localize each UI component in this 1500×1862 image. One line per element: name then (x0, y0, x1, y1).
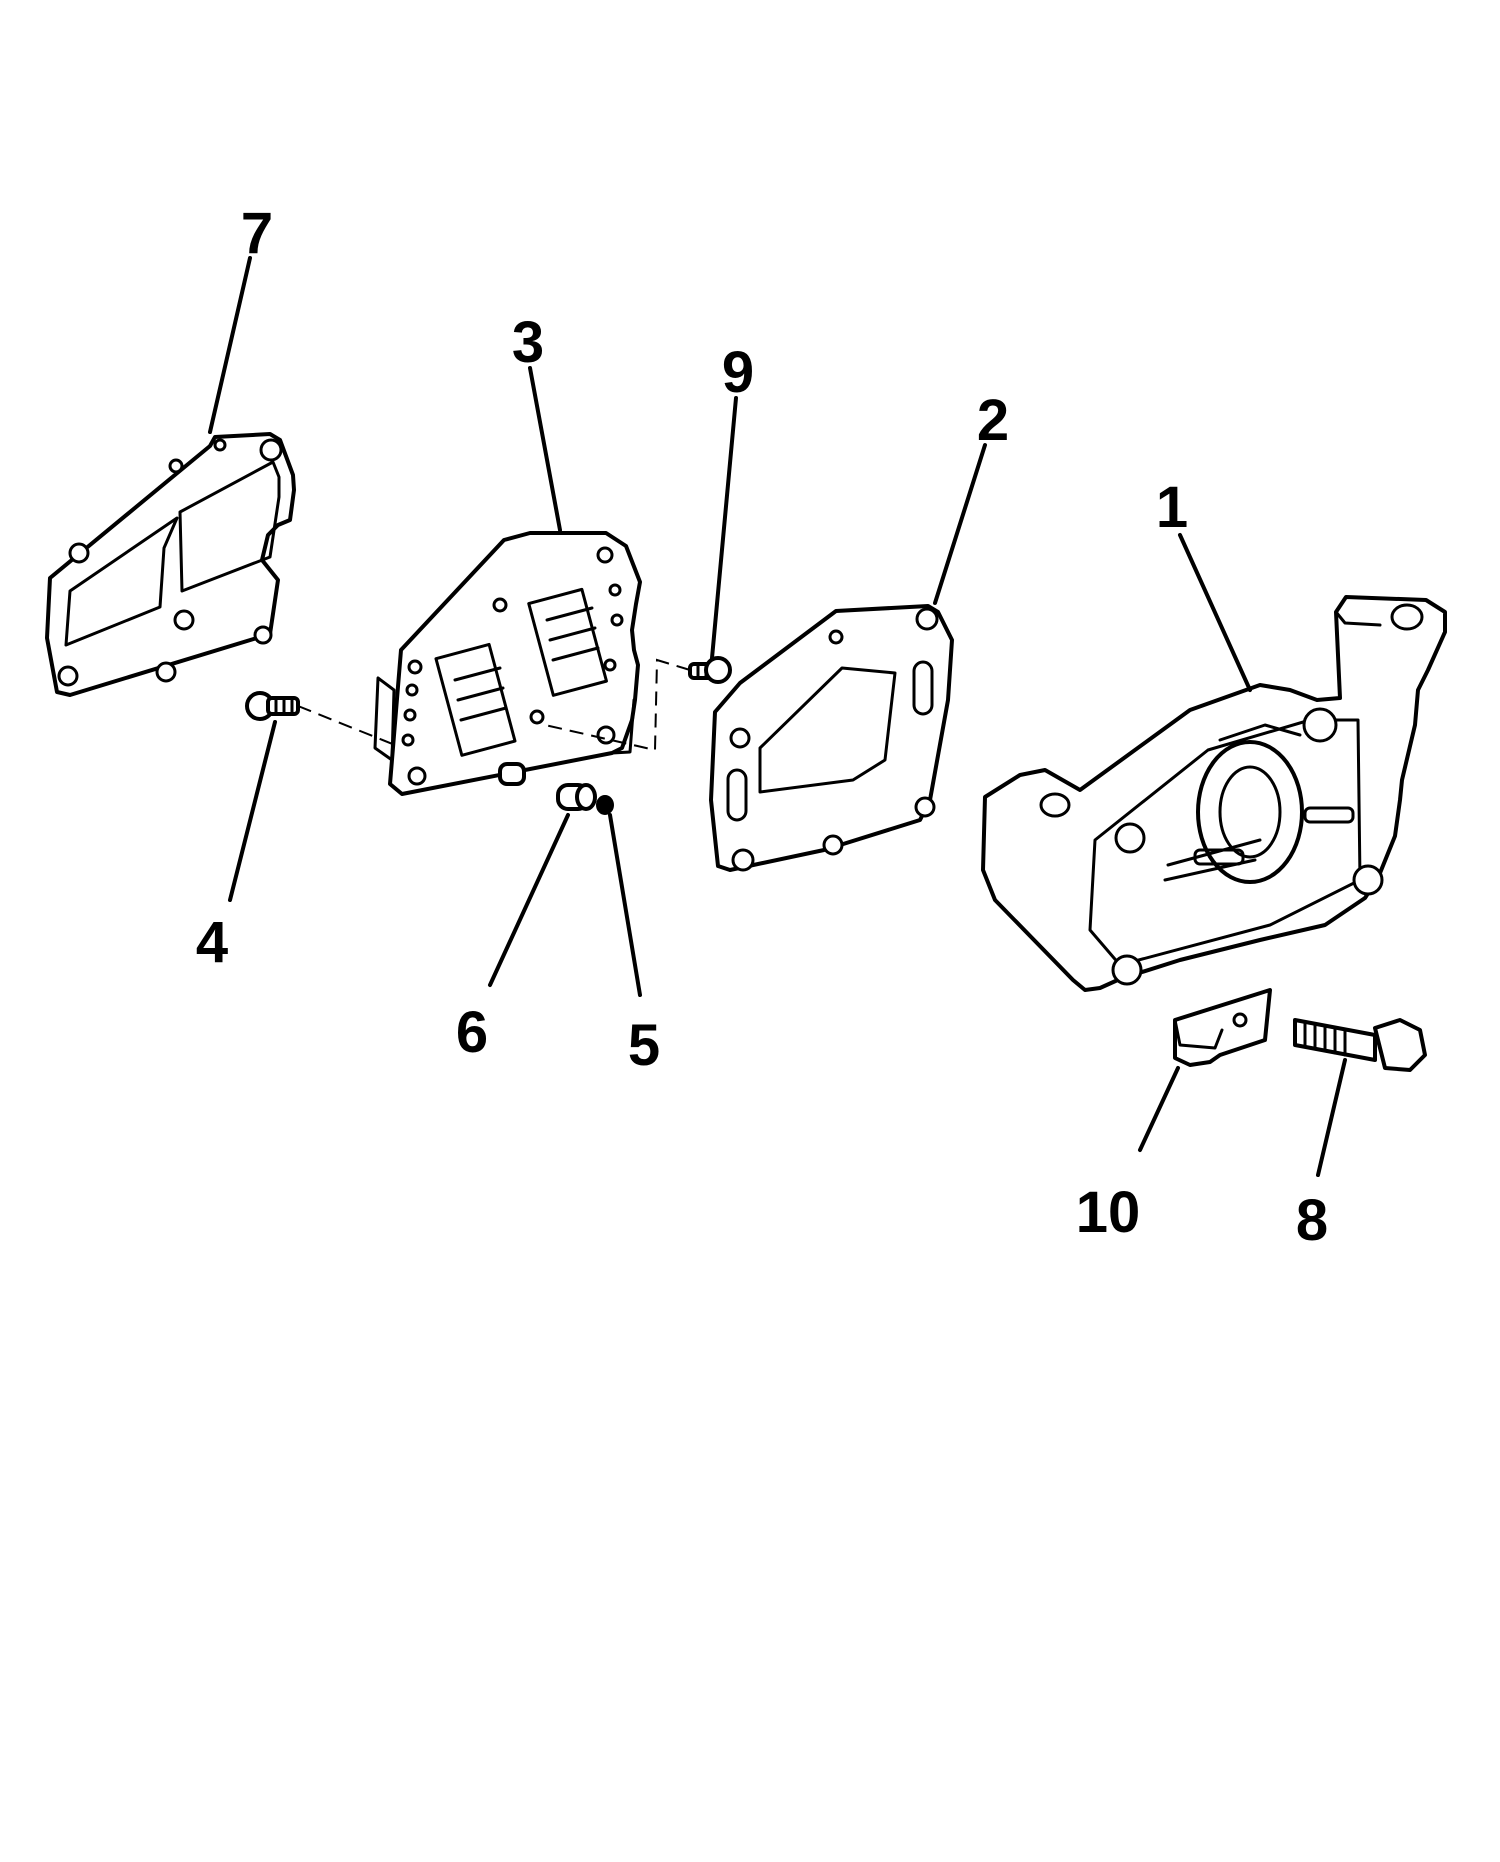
part-5-washer (596, 795, 614, 815)
part-7-gasket (45, 432, 296, 697)
leader-2 (933, 443, 987, 605)
callout-8: 8 (1296, 1188, 1328, 1253)
part-3-reed-plate (373, 531, 642, 796)
callout-1: 1 (1156, 475, 1188, 540)
leader-5 (608, 813, 642, 997)
part-1-manifold (981, 595, 1447, 992)
callout-7: 7 (241, 201, 273, 266)
part-4-screw (245, 691, 300, 721)
leader-7 (208, 256, 252, 434)
part-6-spacer (556, 783, 597, 811)
callout-5: 5 (628, 1013, 660, 1078)
assembly-line-screw-9 (544, 658, 691, 752)
leader-3 (528, 366, 562, 532)
part-8-bolt (1293, 1018, 1427, 1072)
part-6-spacer-on-plate (498, 762, 526, 786)
leader-9 (710, 396, 738, 660)
part-10-clamp (1173, 988, 1272, 1067)
callout-9: 9 (722, 340, 754, 405)
callout-2: 2 (977, 388, 1009, 453)
leader-8 (1316, 1058, 1347, 1177)
leader-4 (228, 720, 277, 902)
part-2-gasket (709, 604, 954, 872)
leader-10 (1138, 1066, 1180, 1152)
callout-4: 4 (196, 910, 228, 975)
leader-6 (488, 813, 570, 987)
callout-6: 6 (456, 1000, 488, 1065)
leader-1 (1178, 533, 1252, 692)
callout-3: 3 (512, 310, 544, 375)
assembly-line-screw-4 (297, 705, 396, 746)
callout-10: 10 (1076, 1180, 1141, 1245)
part-9-screw (688, 656, 732, 684)
